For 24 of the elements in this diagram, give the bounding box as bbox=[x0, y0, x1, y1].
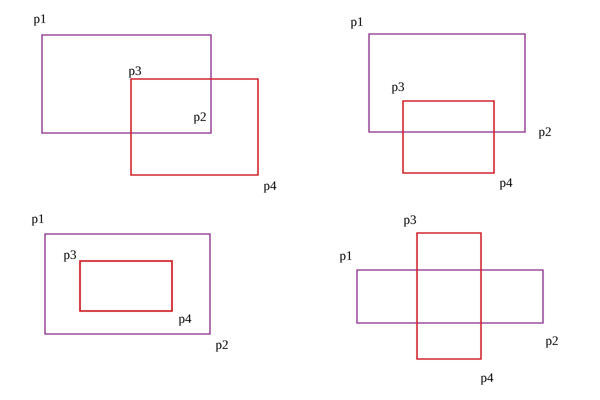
rectangle bbox=[402, 100, 495, 174]
rectangle bbox=[44, 233, 211, 335]
point-label: p4 bbox=[178, 314, 192, 326]
point-label: p4 bbox=[264, 181, 276, 193]
rectangle bbox=[79, 260, 173, 312]
point-label: p3 bbox=[64, 250, 76, 262]
rectangle bbox=[41, 34, 212, 134]
rectangle bbox=[356, 269, 544, 324]
point-label: p2 bbox=[216, 340, 228, 352]
rectangle bbox=[130, 78, 259, 176]
point-label: p4 bbox=[480, 373, 494, 385]
point-label: p2 bbox=[546, 336, 558, 348]
point-label: p2 bbox=[194, 112, 206, 124]
point-label: p3 bbox=[404, 215, 416, 227]
point-label: p1 bbox=[34, 14, 46, 26]
rectangle bbox=[368, 33, 526, 133]
point-label: p1 bbox=[32, 214, 44, 226]
point-label: p2 bbox=[538, 127, 551, 139]
point-label: p1 bbox=[350, 17, 363, 29]
point-label: p1 bbox=[340, 251, 352, 263]
point-label: p4 bbox=[500, 178, 512, 190]
point-label: p3 bbox=[392, 82, 404, 94]
point-label: p3 bbox=[128, 66, 141, 78]
rectangle bbox=[416, 232, 482, 360]
